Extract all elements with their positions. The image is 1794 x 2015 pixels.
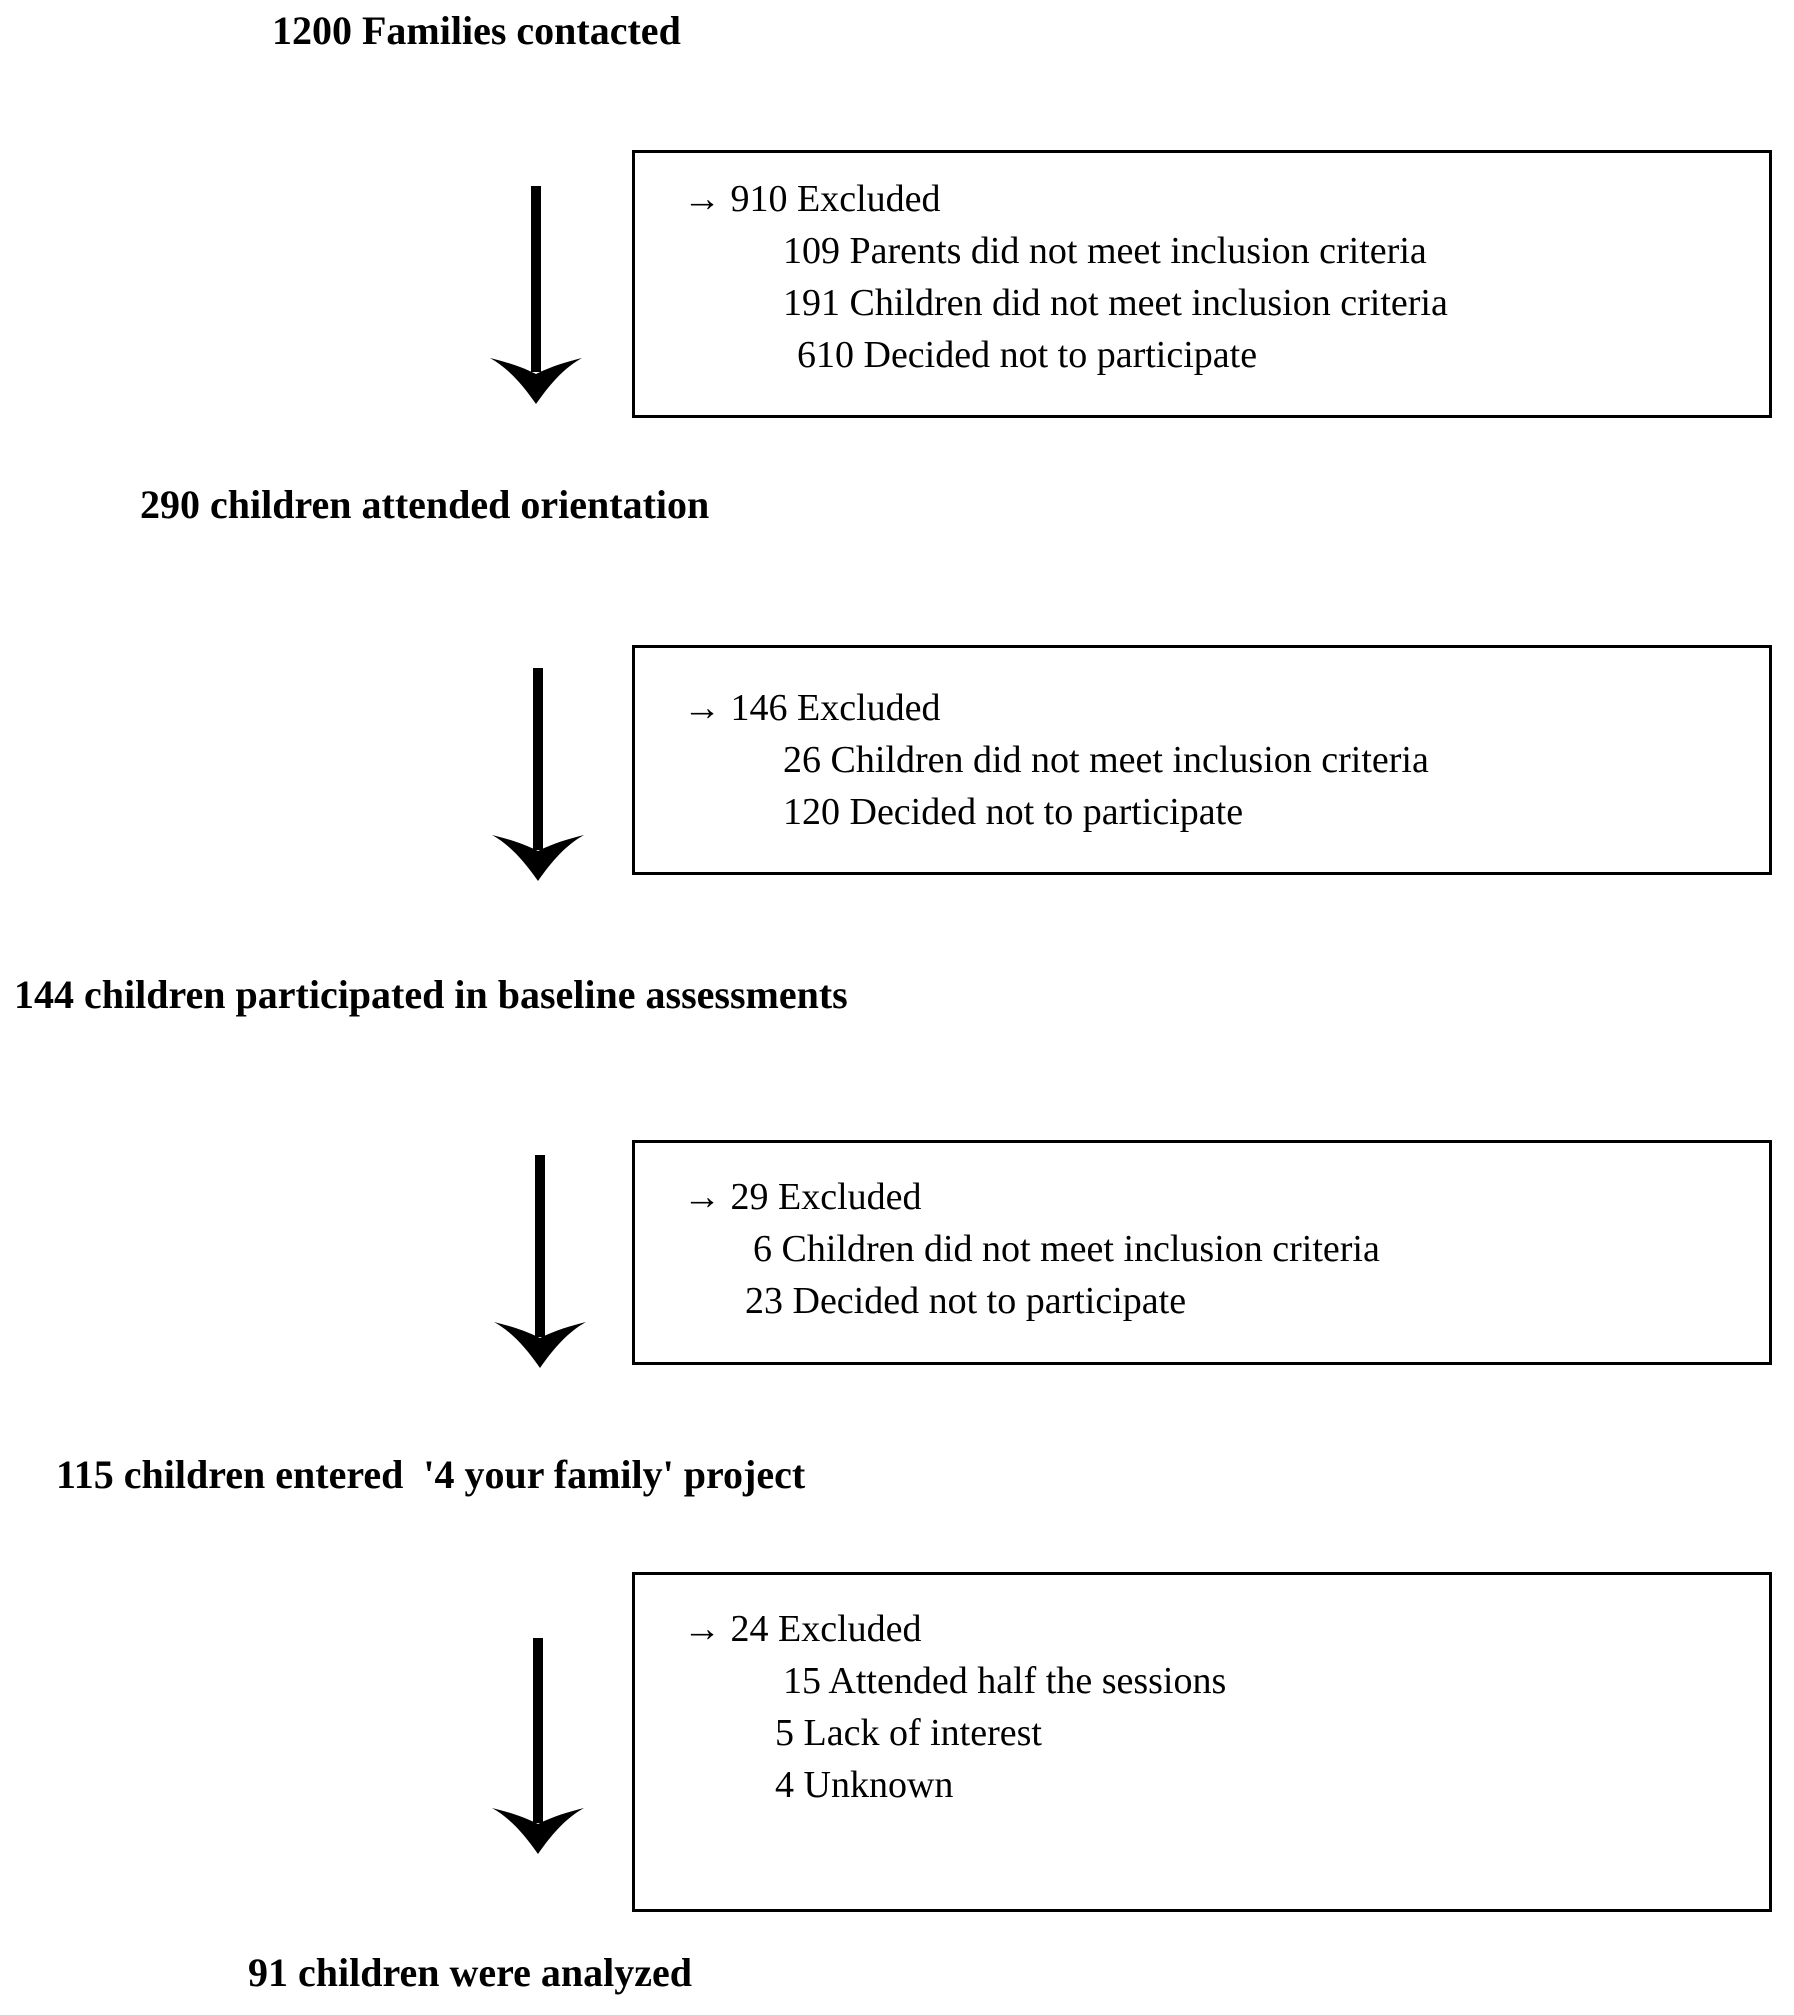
flow-arrow-3: [490, 1155, 590, 1370]
exclusion-box-1: → 910 Excluded 109 Parents did not meet …: [632, 150, 1772, 418]
flow-node-families-contacted: 1200 Families contacted: [272, 8, 681, 53]
exclusion-box-1-reason-3: 610 Decided not to participate: [797, 334, 1258, 376]
exclusion-box-1-header: → 910 Excluded: [683, 178, 941, 220]
exclusion-box-4-reason-3: 4 Unknown: [775, 1764, 954, 1806]
flow-node-children-analyzed: 91 children were analyzed: [248, 1950, 693, 1995]
exclusion-box-3: → 29 Excluded 6 Children did not meet in…: [632, 1140, 1772, 1365]
exclusion-box-2-reason-1: 26 Children did not meet inclusion crite…: [783, 739, 1429, 781]
flow-node-entered-project: 115 children entered '4 your family' pro…: [56, 1452, 806, 1497]
flow-arrow-4: [488, 1638, 588, 1856]
exclusion-box-2: → 146 Excluded 26 Children did not meet …: [632, 645, 1772, 875]
exclusion-box-1-reason-2: 191 Children did not meet inclusion crit…: [783, 282, 1448, 324]
flow-node-attended-orientation: 290 children attended orientation: [140, 482, 710, 527]
exclusion-box-4-reason-1: 15 Attended half the sessions: [783, 1660, 1227, 1702]
exclusion-box-4: → 24 Excluded 15 Attended half the sessi…: [632, 1572, 1772, 1912]
exclusion-box-2-reason-2: 120 Decided not to participate: [783, 791, 1244, 833]
flow-node-baseline-assessments: 144 children participated in baseline as…: [14, 972, 848, 1017]
exclusion-box-3-header: → 29 Excluded: [683, 1176, 922, 1218]
exclusion-box-4-header: → 24 Excluded: [683, 1608, 922, 1650]
exclusion-box-1-reason-1: 109 Parents did not meet inclusion crite…: [783, 230, 1427, 272]
flow-arrow-2: [488, 668, 588, 883]
exclusion-box-3-reason-1: 6 Children did not meet inclusion criter…: [753, 1228, 1380, 1270]
flow-arrow-1: [486, 186, 586, 406]
exclusion-box-3-reason-2: 23 Decided not to participate: [745, 1280, 1187, 1322]
exclusion-box-4-reason-2: 5 Lack of interest: [775, 1712, 1042, 1754]
exclusion-box-2-header: → 146 Excluded: [683, 687, 941, 729]
